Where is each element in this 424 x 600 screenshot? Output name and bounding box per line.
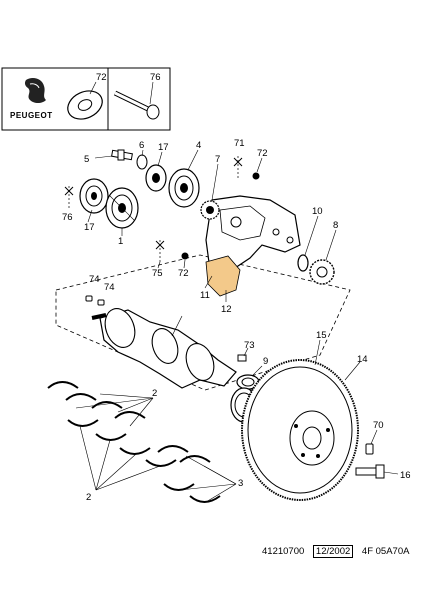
callout-72-top: 72 <box>257 148 268 159</box>
callout-11: 11 <box>200 290 210 301</box>
inset-ref-72: 72 <box>96 72 107 83</box>
callout-10: 10 <box>312 206 323 217</box>
callout-17-top: 17 <box>158 142 169 153</box>
dowel-70 <box>365 443 374 455</box>
callout-76: 76 <box>62 212 73 223</box>
callout-2-bottom: 2 <box>86 492 91 503</box>
washer-6 <box>136 154 148 170</box>
bolt-16 <box>355 464 385 479</box>
peugeot-lion-logo <box>24 78 46 103</box>
footer-code: 4F 05A70A <box>361 546 410 557</box>
gasket-highlight <box>205 255 241 297</box>
brand-label: PEUGEOT <box>10 111 53 120</box>
marker-71 <box>233 156 243 178</box>
bolt-5 <box>111 149 133 161</box>
seal-10 <box>297 254 309 272</box>
flywheel <box>241 359 359 501</box>
callout-74-right: 74 <box>104 282 115 293</box>
pulley-left <box>79 178 109 214</box>
callout-75: 75 <box>152 268 163 279</box>
marker-75 <box>155 240 165 262</box>
marker-76 <box>64 186 74 208</box>
leader-lines <box>75 149 399 503</box>
diagram-footer: 41210700 12/2002 4F 05A70A <box>262 545 415 558</box>
pulley-middle <box>105 187 139 229</box>
dot-72-mid <box>181 252 189 260</box>
callout-70: 70 <box>373 420 384 431</box>
callout-7: 7 <box>215 154 220 165</box>
assembly-outline <box>55 254 351 391</box>
callout-14: 14 <box>357 354 368 365</box>
inset-bolt <box>113 90 160 120</box>
callout-3: 3 <box>238 478 243 489</box>
callout-5: 5 <box>84 154 89 165</box>
dot-72-top <box>252 172 260 180</box>
callout-1-pulley: 1 <box>118 236 123 247</box>
footer-ref: 41210700 <box>262 546 305 557</box>
callout-9: 9 <box>263 356 268 367</box>
pulley-top-small <box>145 164 167 192</box>
key-73 <box>237 354 247 362</box>
dowels-74 <box>85 295 105 306</box>
bearing-shells <box>47 381 221 503</box>
callout-6: 6 <box>139 140 144 151</box>
callout-17-left: 17 <box>84 222 95 233</box>
inset-ref-76: 76 <box>150 72 161 83</box>
callout-16: 16 <box>400 470 411 481</box>
callout-2-top: 2 <box>152 388 157 399</box>
footer-date: 12/2002 <box>312 545 354 558</box>
callout-8: 8 <box>333 220 338 231</box>
callout-4: 4 <box>196 140 201 151</box>
gear-7 <box>200 200 220 220</box>
pulley-top-large <box>168 168 200 208</box>
crankshaft <box>91 308 237 389</box>
callout-71: 71 <box>234 138 245 149</box>
callout-73: 73 <box>244 340 255 351</box>
callout-15: 15 <box>316 330 327 341</box>
callout-12: 12 <box>221 304 232 315</box>
gear-8 <box>309 259 335 285</box>
callout-72-mid: 72 <box>178 268 189 279</box>
inset-washer <box>67 90 103 120</box>
callout-74-left: 74 <box>89 274 100 285</box>
